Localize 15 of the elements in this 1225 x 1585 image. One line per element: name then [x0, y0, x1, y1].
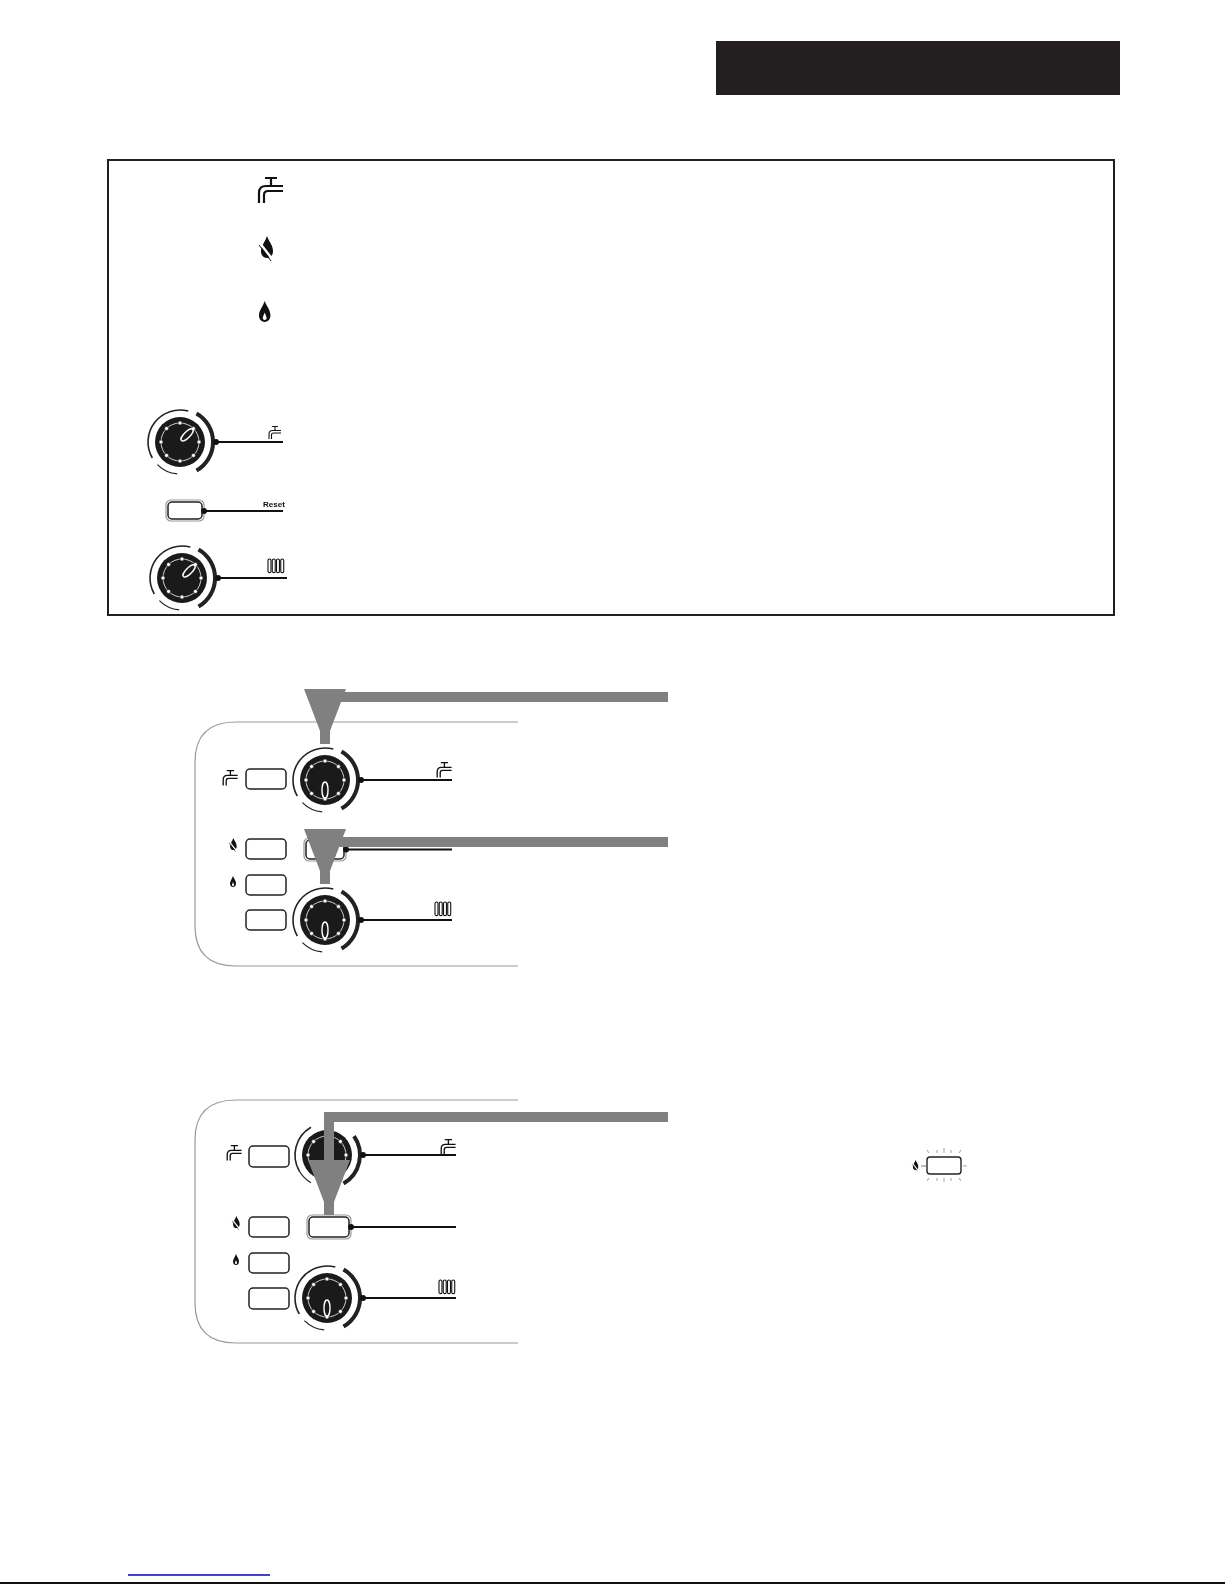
leader-line [213, 439, 284, 445]
control-label: Reset [263, 500, 283, 511]
leader-line [358, 777, 453, 783]
arrow [308, 1112, 668, 1215]
leader-line [215, 575, 288, 581]
reset-button [307, 1215, 351, 1239]
leader-line [358, 917, 453, 923]
leader-line [360, 1295, 457, 1301]
arrow [304, 829, 668, 884]
leader-line [348, 1224, 457, 1230]
arrow [304, 689, 668, 744]
leader-line [360, 1152, 457, 1158]
leader-line [343, 846, 453, 853]
leader-line [201, 508, 284, 514]
reset-button [166, 500, 204, 521]
